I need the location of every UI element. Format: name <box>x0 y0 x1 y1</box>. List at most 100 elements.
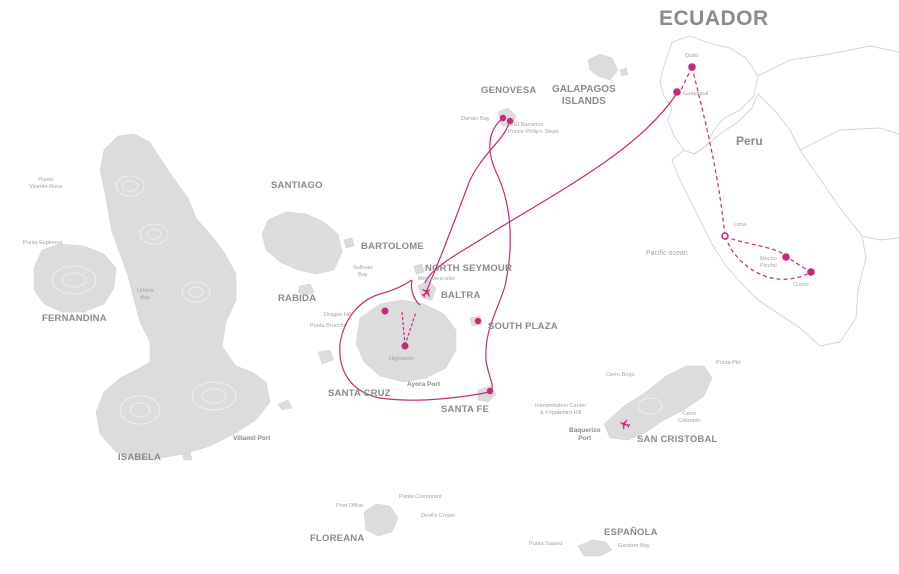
santiago-island <box>261 211 343 275</box>
waypoints <box>381 63 815 395</box>
baquerizo-line1: Baquerizo <box>569 427 601 434</box>
waypoint-cusco <box>807 268 815 276</box>
cusco-label: Cusco <box>793 282 809 288</box>
prince-philip-label: Prince Philip's Steps <box>508 129 559 135</box>
galapagos-line1: GALAPAGOS <box>552 84 616 95</box>
route-loop-genovesa <box>425 119 511 293</box>
waypoint-guayaquil <box>673 88 681 96</box>
san-cristobal-label: SAN CRISTOBAL <box>637 434 718 445</box>
vicente-line2: Vicente Roca <box>29 184 63 190</box>
sullivan-bay-label: Sullivan Bay <box>353 265 373 279</box>
colorado-line1: Cerro <box>682 411 697 417</box>
fernandina-label: FERNANDINA <box>42 313 107 324</box>
punta-espinosa-label: Punta Espinosa <box>23 240 63 246</box>
neighbor-border <box>757 45 899 241</box>
quito-label: Quito <box>685 53 699 59</box>
volcano-contours <box>51 175 663 425</box>
airplane-icon <box>619 419 631 430</box>
san-cristobal-island <box>603 365 713 441</box>
route-seymour <box>410 279 421 306</box>
darwin-bay-label: Darwin Bay <box>461 116 490 122</box>
interpretation-center-label: Interpretation Center & Frigatebird Hill <box>535 403 586 417</box>
punta-pitt-label: Punta Pitt <box>716 360 741 366</box>
ecuador-label: ECUADOR <box>659 7 769 30</box>
baquerizo-port-label: Baquerizo Port <box>569 427 600 443</box>
urbina-line2: Bay <box>140 295 151 301</box>
waypoint-south-plaza <box>474 317 482 325</box>
machu-picchu-label: Machu Picchu <box>760 256 777 270</box>
lima-label: Lima <box>734 222 747 228</box>
north-seymour-label: NORTH SEYMOUR <box>425 263 513 274</box>
waypoint-highlands <box>401 342 409 350</box>
waypoint-santa-fe <box>486 387 494 395</box>
peru-outline <box>671 93 867 347</box>
sullivan-line2: Bay <box>357 272 368 278</box>
mainland <box>659 35 899 347</box>
santiago-label: SANTIAGO <box>271 180 323 191</box>
interp-line2: & Frigatebird Hill <box>539 410 582 416</box>
route-dashed-quito <box>679 66 726 237</box>
villamil-port-label: Villamil Port <box>233 435 271 442</box>
baltra-label: BALTRA <box>441 290 481 301</box>
floreana-label: FLOREANA <box>310 533 365 544</box>
waypoint-darwin-bay <box>499 114 507 122</box>
mosquera-label: Mosquera islet <box>418 276 455 282</box>
urbina-bay-label: Urbina Bay <box>137 288 153 302</box>
espanola-label: ESPAÑOLA <box>604 527 658 538</box>
waypoint-quito <box>688 63 696 71</box>
punta-brucchi-label: Punta Brucchi <box>310 323 345 329</box>
gardner-bay-label: Gardner Bay <box>618 543 650 549</box>
genovesa-label: GENOVESA <box>481 85 537 96</box>
sullivan-line1: Sullivan <box>353 265 373 271</box>
highlands-label: Highlands <box>389 356 414 362</box>
islet <box>181 451 193 461</box>
machu-line2: Picchu <box>760 263 777 269</box>
waypoint-el-barranco <box>506 117 514 125</box>
post-office-label: Post Office <box>336 503 364 509</box>
interp-line1: Interpretation Center <box>535 403 587 409</box>
galapagos-label: GALAPAGOS ISLANDS <box>552 84 616 108</box>
cerro-brujo-label: Cerro Brujo <box>606 372 635 378</box>
peru-label: Peru <box>736 134 763 148</box>
cerro-colorado-label: Cerro Colorado <box>678 411 701 425</box>
pinzon-island <box>317 349 335 365</box>
bartolome-island <box>343 237 355 249</box>
punta-cormorant-label: Punta Cormorant <box>399 494 442 500</box>
airplane-icon <box>421 288 431 298</box>
waypoint-lima <box>721 232 729 240</box>
waypoint-machu-picchu <box>782 253 790 261</box>
colorado-line2: Colorado <box>678 418 701 424</box>
punta-suarez-label: Punta Suarez <box>529 541 563 547</box>
route-guayaquil-baltra <box>424 92 678 284</box>
machu-line1: Machu <box>760 256 777 262</box>
fernandina-island <box>33 243 117 313</box>
floreana-island <box>363 503 399 537</box>
urbina-line1: Urbina <box>137 288 154 294</box>
santa-cruz-island <box>355 299 457 383</box>
route-genovesa-southplaza <box>485 117 511 361</box>
vicente-line1: Punta <box>38 177 53 183</box>
baquerizo-line2: Port <box>578 435 592 442</box>
rabida-label: RABIDA <box>278 293 317 304</box>
santa-cruz-label: SANTA CRUZ <box>328 388 391 399</box>
ayora-port-label: Ayora Port <box>407 381 440 388</box>
galapagos-inset <box>587 53 629 81</box>
waypoint-dragon-hill <box>381 307 389 315</box>
guayaquil-label: Guayaquil <box>683 91 709 97</box>
dragon-hill-label: Dragon Hill <box>324 312 352 318</box>
bartolome-label: BARTOLOME <box>361 241 424 252</box>
devils-crown-label: Devil's Crown <box>421 513 456 519</box>
pacific-ocean-label: Pacific ocean <box>646 250 688 257</box>
islands <box>33 53 713 557</box>
punta-vicente-label: Punta Vicente Roca <box>29 177 62 191</box>
espanola-island <box>577 539 613 557</box>
isabela-island <box>95 133 271 461</box>
south-plaza-label: SOUTH PLAZA <box>488 321 558 332</box>
islet <box>277 399 293 411</box>
rabida-island <box>297 283 315 297</box>
el-barranco-label: El Barranco <box>514 122 544 128</box>
isabela-label: ISABELA <box>118 452 162 463</box>
route-dashed-highlands <box>401 311 417 346</box>
galapagos-line2: ISLANDS <box>561 96 606 107</box>
